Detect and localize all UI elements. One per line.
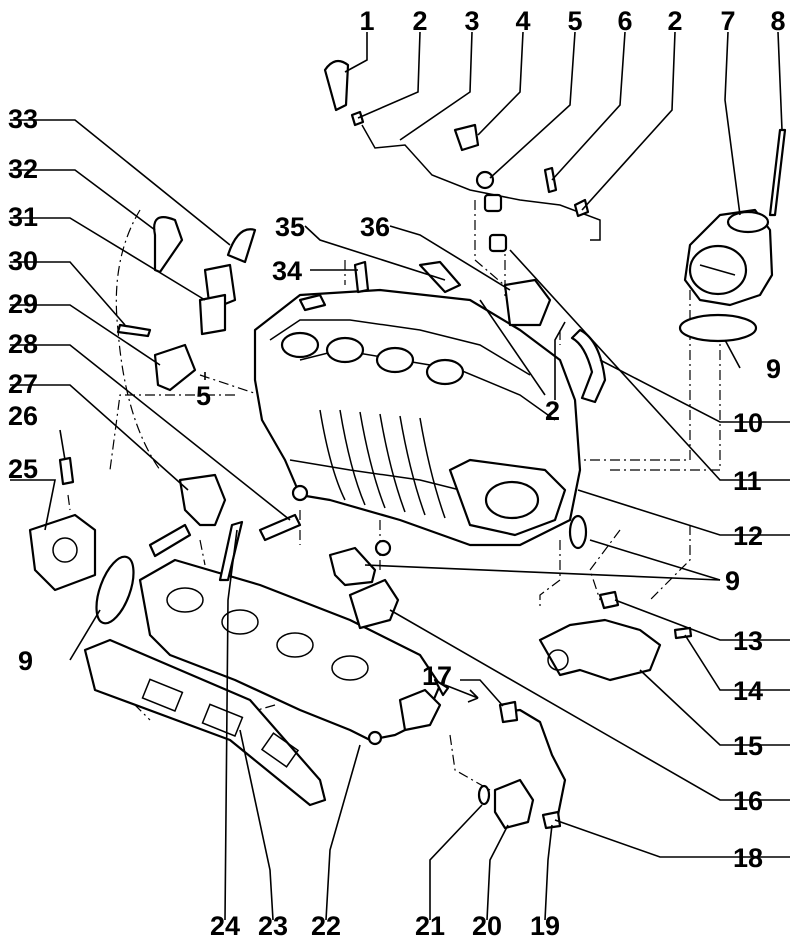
callout-32: 32: [8, 154, 38, 184]
callout-25: 25: [8, 454, 38, 484]
callout-26: 26: [8, 401, 38, 431]
throttle-body: [683, 208, 774, 307]
long-bolt: [768, 128, 787, 217]
callout-30: 30: [8, 246, 38, 276]
callout-6: 6: [617, 6, 632, 36]
callout-24: 24: [210, 911, 240, 941]
callout-31: 31: [8, 202, 38, 232]
intake-manifold-lower: [138, 558, 442, 746]
callout-5-top: 5: [567, 6, 582, 36]
callout-9-right-top: 9: [766, 354, 781, 384]
callout-20: 20: [472, 911, 502, 941]
callout-2-top-b: 2: [667, 6, 682, 36]
arrow-indicator: [444, 684, 479, 703]
callout-29: 29: [8, 289, 38, 319]
callout-17: 17: [422, 661, 452, 691]
callout-13: 13: [733, 626, 763, 656]
callout-1: 1: [359, 6, 374, 36]
manifold-runners: [319, 409, 446, 519]
callout-7: 7: [720, 6, 735, 36]
callout-34: 34: [272, 256, 302, 286]
callout-28: 28: [8, 329, 38, 359]
callout-4: 4: [515, 6, 530, 36]
callout-27: 27: [8, 369, 38, 399]
callout-5-left: 5: [196, 381, 211, 411]
callout-21: 21: [415, 911, 445, 941]
callout-36: 36: [360, 212, 390, 242]
callout-15: 15: [733, 731, 763, 761]
callout-22: 22: [311, 911, 341, 941]
callout-23: 23: [258, 911, 288, 941]
callout-19: 19: [530, 911, 560, 941]
callout-2-top-a: 2: [412, 6, 427, 36]
callout-9-right-middle: 9: [725, 566, 740, 596]
callout-16: 16: [733, 786, 763, 816]
callout-33: 33: [8, 104, 38, 134]
intake-manifold-upper: [253, 288, 582, 557]
callout-9-left: 9: [18, 646, 33, 676]
callout-18: 18: [733, 843, 763, 873]
callout-35: 35: [275, 212, 305, 242]
callout-labels: 1 2 3 4 5 6 2 7 8 33 32 31 30 29 28 27 2…: [8, 6, 786, 941]
callout-12: 12: [733, 521, 763, 551]
callout-10: 10: [733, 408, 763, 438]
callout-14: 14: [733, 676, 763, 706]
callout-8: 8: [770, 6, 785, 36]
callout-11: 11: [733, 466, 762, 496]
hoses-and-small-parts: [28, 59, 693, 830]
leader-lines: [10, 31, 790, 921]
callout-2-middle: 2: [545, 396, 560, 426]
manifold-gasket: [83, 638, 327, 807]
callout-3: 3: [464, 6, 479, 36]
throttle-gasket-ring: [678, 313, 758, 343]
